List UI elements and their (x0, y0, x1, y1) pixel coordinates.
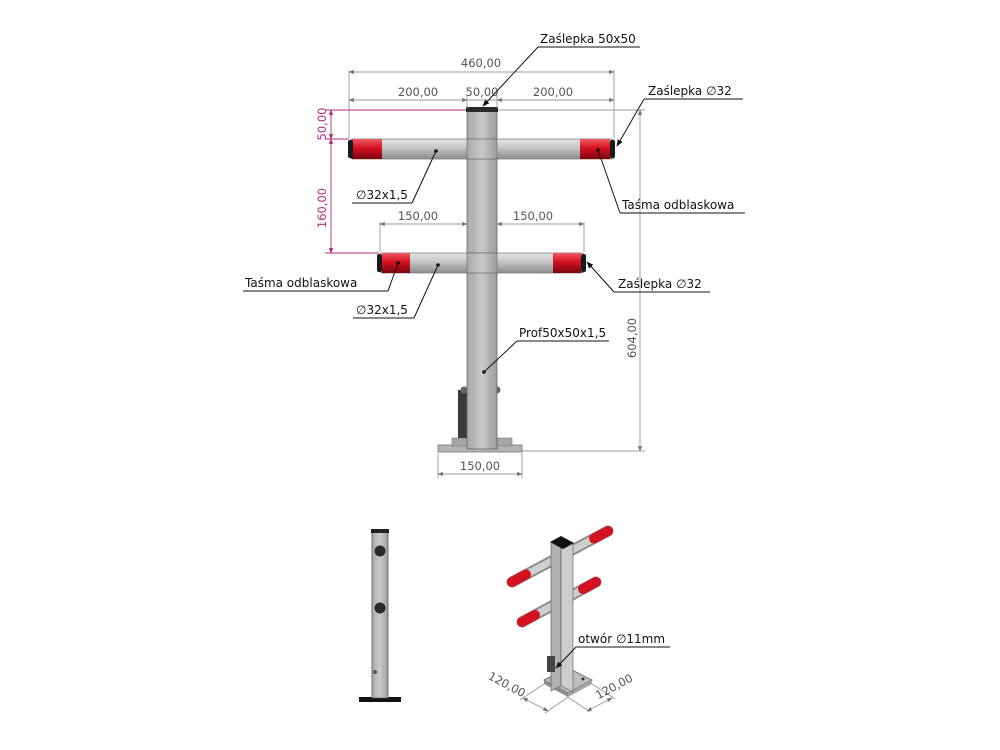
label-hole: otwór ∅11mm (578, 632, 665, 646)
reflective-tape (352, 139, 382, 159)
reflective-tape (382, 253, 410, 273)
round-cap (581, 254, 586, 272)
label-profile: Prof50x50x1,5 (519, 326, 606, 340)
side-bolt-hole (373, 670, 377, 674)
side-pipe-hole (374, 545, 386, 557)
bolt (460, 386, 468, 394)
label-cap-square: Zaślepka 50x50 (540, 32, 636, 46)
label-tape-right: Taśma odblaskowa (621, 198, 734, 212)
dim-left-arm: 200,00 (398, 85, 438, 99)
label-tape-left: Taśma odblaskowa (244, 276, 357, 290)
round-cap (610, 140, 615, 158)
dim-lower-left-arm: 150,00 (398, 209, 438, 223)
reflective-tape (580, 139, 610, 159)
label-pipe-top: ∅32x1,5 (356, 188, 408, 202)
lower-arm (377, 252, 586, 274)
side-view (359, 529, 401, 702)
dim-arm-spacing: 160,00 (315, 188, 329, 228)
leader-lines (243, 46, 745, 374)
iso-clamp (547, 656, 555, 672)
label-pipe-bottom: ∅32x1,5 (356, 303, 408, 317)
label-cap-round-top: Zaślepka ∅32 (648, 84, 732, 98)
dim-top-offset: 50,00 (315, 108, 329, 141)
post (466, 110, 498, 450)
dim-base-y: 120,00 (593, 671, 635, 702)
isometric-view (506, 525, 614, 697)
dim-right-arm: 200,00 (533, 85, 573, 99)
dim-lower-right-arm: 150,00 (513, 209, 553, 223)
dim-base-x: 120,00 (486, 669, 528, 700)
dim-base-width: 150,00 (460, 459, 500, 473)
side-pipe-hole (374, 602, 386, 614)
label-cap-round-bottom: Zaślepka ∅32 (618, 277, 702, 291)
reflective-tape (553, 253, 581, 273)
round-cap (377, 254, 382, 272)
dimension-lines (325, 69, 645, 478)
iso-dimensions (519, 683, 616, 714)
post-cap (466, 107, 498, 112)
front-view (348, 107, 615, 453)
dim-height: 604,00 (625, 318, 639, 358)
iso-post-cap (550, 536, 574, 549)
dim-total-width: 460,00 (461, 56, 501, 70)
side-base-plate (359, 697, 401, 702)
dim-post-width: 50,00 (466, 85, 499, 99)
round-cap (348, 140, 353, 158)
